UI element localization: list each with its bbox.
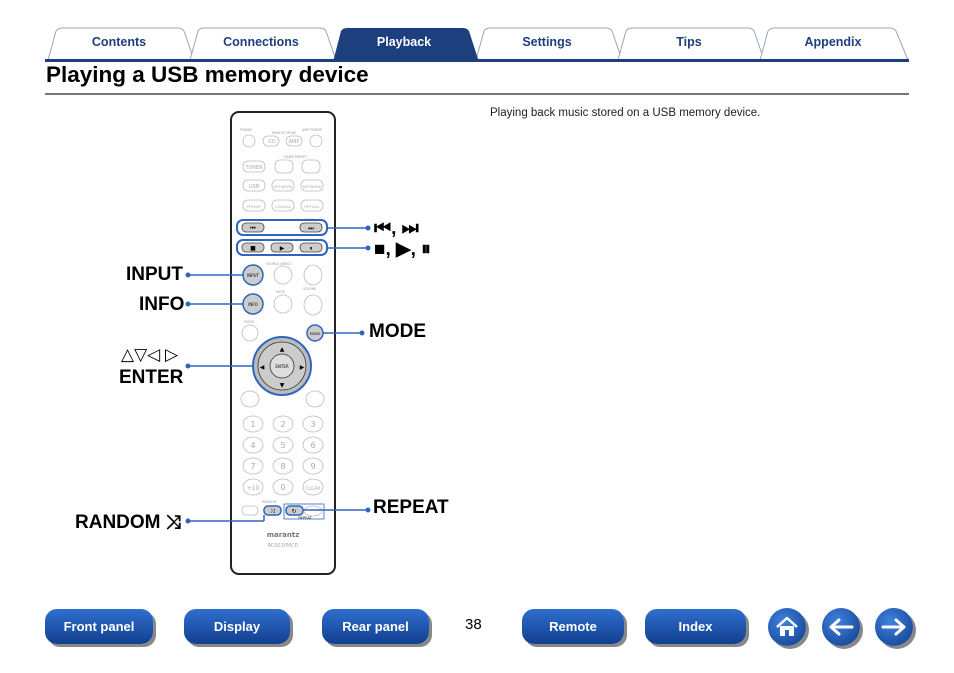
svg-text:■: ■ xyxy=(250,245,256,252)
svg-text:◀: ◀ xyxy=(260,364,265,371)
svg-text:⏮: ⏮ xyxy=(250,225,256,232)
svg-text:REPEAT: REPEAT xyxy=(298,516,312,520)
callout-input: INPUT xyxy=(126,264,183,285)
svg-text:ENTER: ENTER xyxy=(275,364,288,369)
svg-text:MUTE: MUTE xyxy=(276,290,285,294)
svg-text:PHONO: PHONO xyxy=(247,204,261,209)
callout-random: RANDOM ⤨ xyxy=(75,512,181,533)
svg-text:3: 3 xyxy=(310,420,315,429)
front-panel-button[interactable]: Front panel xyxy=(45,609,153,644)
tab-settings[interactable]: Settings xyxy=(522,35,572,49)
svg-text:MODE: MODE xyxy=(310,332,321,336)
forward-button[interactable] xyxy=(875,608,913,646)
skip-back-button xyxy=(241,222,265,233)
callout-transport: ■, ▶, ⏸ xyxy=(374,239,431,260)
tab-tips[interactable]: Tips xyxy=(676,35,702,49)
tab-playback[interactable]: Playback xyxy=(376,35,432,49)
svg-text:COAXIAL: COAXIAL xyxy=(275,205,291,209)
svg-text:7: 7 xyxy=(250,462,255,471)
tab-contents-shape[interactable] xyxy=(47,27,195,61)
remote-brand: marantz xyxy=(267,531,300,539)
pause-button xyxy=(299,242,323,253)
rear-panel-button[interactable]: Rear panel xyxy=(322,609,429,644)
remote-model: RC001PMCD xyxy=(268,543,299,549)
back-button[interactable] xyxy=(822,608,860,646)
tab-connections-shape[interactable] xyxy=(189,27,337,61)
play-button xyxy=(270,242,294,253)
svg-text:MODE: MODE xyxy=(244,320,254,324)
home-button[interactable] xyxy=(768,608,806,646)
svg-text:POWER: POWER xyxy=(240,128,253,132)
svg-text:4: 4 xyxy=(250,441,255,450)
svg-text:▼: ▼ xyxy=(280,382,285,389)
svg-text:↻: ↻ xyxy=(291,508,296,515)
svg-text:OPTICAL: OPTICAL xyxy=(304,205,319,209)
svg-text:+10: +10 xyxy=(247,485,260,492)
callout-info: INFO xyxy=(139,294,185,315)
enter-button xyxy=(269,353,295,379)
tab-appendix-shape[interactable] xyxy=(759,27,909,61)
svg-text:NETWORK: NETWORK xyxy=(303,185,322,189)
svg-text:▶: ▶ xyxy=(300,364,305,371)
display-button[interactable]: Display xyxy=(184,609,290,644)
svg-text:INPUT: INPUT xyxy=(247,273,260,278)
svg-text:1: 1 xyxy=(250,420,255,429)
page-number: 38 xyxy=(465,616,482,633)
index-button[interactable]: Index xyxy=(645,609,746,644)
skip-forward-button xyxy=(299,222,323,233)
svg-text:NETWORK: NETWORK xyxy=(274,185,293,189)
svg-text:INFO: INFO xyxy=(248,302,258,307)
svg-text:8: 8 xyxy=(280,462,285,471)
home-icon xyxy=(776,616,798,636)
callout-repeat: REPEAT xyxy=(373,497,449,518)
svg-text:CD: CD xyxy=(268,139,275,145)
svg-text:9: 9 xyxy=(310,462,315,471)
svg-text:RANDOM: RANDOM xyxy=(262,500,277,504)
svg-text:▶: ▶ xyxy=(280,245,285,252)
intro-text: Playing back music stored on a USB memor… xyxy=(490,107,761,119)
tab-connections[interactable]: Connections xyxy=(223,35,299,49)
svg-text:TUNER: TUNER xyxy=(244,165,263,171)
svg-text:SOURCE DIRECT: SOURCE DIRECT xyxy=(266,262,292,266)
svg-text:REMOTE MODE: REMOTE MODE xyxy=(272,131,296,135)
tab-bar xyxy=(45,27,909,62)
callout-skip: ⏮, ⏭ xyxy=(374,218,419,239)
tab-contents[interactable]: Contents xyxy=(91,35,147,49)
title-divider xyxy=(45,93,909,95)
tab-tips-shape[interactable] xyxy=(617,27,765,61)
svg-text:USB: USB xyxy=(249,184,260,190)
arrow-left-icon xyxy=(829,618,854,636)
stop-button xyxy=(241,242,265,253)
svg-text:6: 6 xyxy=(310,441,315,450)
svg-text:AMP: AMP xyxy=(289,139,300,145)
svg-text:⏭: ⏭ xyxy=(308,225,314,232)
svg-text:VOLUME: VOLUME xyxy=(303,287,316,291)
page-title: Playing a USB memory device xyxy=(46,62,369,87)
svg-text:5: 5 xyxy=(280,441,285,450)
svg-text:0: 0 xyxy=(280,483,285,492)
svg-text:▲: ▲ xyxy=(280,346,285,353)
svg-text:2: 2 xyxy=(280,420,285,429)
svg-text:⏸: ⏸ xyxy=(309,245,312,252)
tab-playback-shape[interactable] xyxy=(333,28,479,62)
svg-text:AMP POWER: AMP POWER xyxy=(302,128,322,132)
callout-mode: MODE xyxy=(369,321,426,342)
tab-appendix[interactable]: Appendix xyxy=(804,35,862,49)
svg-text:CLEAR: CLEAR xyxy=(306,486,321,492)
tab-settings-shape[interactable] xyxy=(475,27,623,61)
callout-enter: ENTER xyxy=(119,367,184,388)
random-button xyxy=(263,505,282,516)
callout-arrows: △▽◁ ▷ xyxy=(121,345,179,364)
arrow-right-icon xyxy=(881,618,906,636)
svg-text:TUNER PRESET: TUNER PRESET xyxy=(282,155,307,159)
svg-text:⤨: ⤨ xyxy=(270,508,275,515)
remote-illustration: POWER AMP POWER REMOTE MODE TUNER PRESET… xyxy=(185,111,371,575)
remote-button[interactable]: Remote xyxy=(522,609,624,644)
